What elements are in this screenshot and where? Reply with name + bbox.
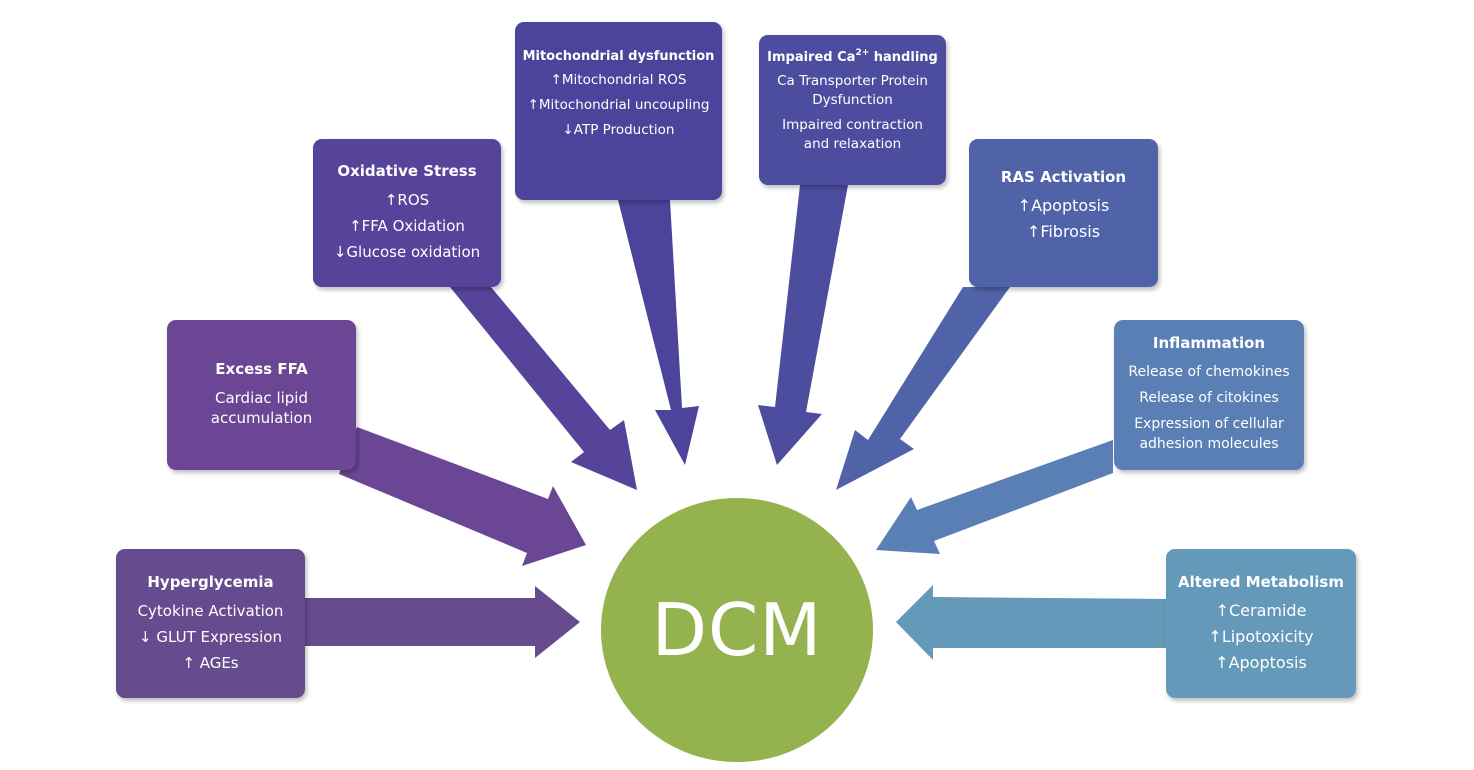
- arrow-ras: [836, 287, 1010, 490]
- excess-ffa-box: Excess FFA Cardiac lipid accumulation: [167, 320, 356, 470]
- dcm-label: DCM: [651, 588, 823, 672]
- ras-box: RAS Activation ↑Apoptosis ↑Fibrosis: [969, 139, 1158, 287]
- arrow-excess-ffa: [339, 427, 586, 566]
- mitochondrial-box: Mitochondrial dysfunction ↑Mitochondrial…: [515, 22, 722, 200]
- oxidative-stress-title: Oxidative Stress: [337, 162, 477, 180]
- arrow-mitochondrial: [618, 200, 699, 465]
- oxidative-stress-item-1: ↑ROS: [384, 191, 430, 209]
- altered-metabolism-box: Altered Metabolism ↑Ceramide ↑Lipotoxici…: [1166, 549, 1356, 698]
- ras-item-2: ↑Fibrosis: [1026, 222, 1101, 241]
- inflammation-item-3: Expression of cellular adhesion molecule…: [1134, 416, 1284, 452]
- calcium-title-rest: handling: [869, 50, 938, 65]
- hyperglycemia-title: Hyperglycemia: [147, 572, 274, 591]
- calcium-item-2: Impaired contraction and relaxation: [782, 117, 923, 152]
- inflammation-item-2: Release of citokines: [1139, 390, 1279, 406]
- excess-ffa-title: Excess FFA: [215, 360, 308, 378]
- hyperglycemia-box: Hyperglycemia Cytokine Activation ↓ GLUT…: [116, 549, 305, 698]
- mitochondrial-title: Mitochondrial dysfunction: [522, 49, 715, 64]
- hyperglycemia-item-2: ↓ GLUT Expression: [139, 627, 282, 646]
- arrow-inflammation: [876, 440, 1113, 554]
- ras-title: RAS Activation: [1000, 168, 1127, 186]
- calcium-title-main: Impaired Ca: [767, 50, 856, 65]
- altered-metabolism-title: Altered Metabolism: [1178, 572, 1344, 591]
- calcium-box: Impaired Ca2+ handling Ca Transporter Pr…: [759, 35, 946, 185]
- mitochondrial-item-2: ↑Mitochondrial uncoupling: [527, 97, 710, 113]
- calcium-title-sup: 2+: [855, 48, 870, 58]
- altered-metabolism-item-1: ↑Ceramide: [1215, 600, 1307, 620]
- arrow-altered-metabolism: [896, 585, 1166, 660]
- arrow-calcium: [758, 185, 848, 465]
- calcium-item-1: Ca Transporter Protein Dysfunction: [777, 73, 928, 108]
- arrow-hyperglycemia: [305, 586, 580, 658]
- altered-metabolism-item-3: ↑Apoptosis: [1215, 652, 1307, 672]
- inflammation-title: Inflammation: [1152, 334, 1266, 352]
- inflammation-item-1: Release of chemokines: [1128, 364, 1290, 380]
- inflammation-box: Inflammation Release of chemokines Relea…: [1114, 320, 1304, 470]
- hyperglycemia-item-3: ↑ AGEs: [182, 653, 239, 672]
- calcium-title: Impaired Ca2+ handling: [767, 49, 938, 67]
- oxidative-stress-box: Oxidative Stress ↑ROS ↑FFA Oxidation ↓Gl…: [313, 139, 501, 287]
- ras-item-1: ↑Apoptosis: [1017, 196, 1110, 215]
- arrow-oxidative-stress: [450, 287, 637, 490]
- oxidative-stress-item-3: ↓Glucose oxidation: [333, 243, 481, 261]
- mitochondrial-item-3: ↓ATP Production: [562, 122, 675, 138]
- hyperglycemia-item-1: Cytokine Activation: [137, 601, 284, 620]
- dcm-circle: DCM: [601, 498, 873, 762]
- altered-metabolism-item-2: ↑Lipotoxicity: [1208, 626, 1314, 646]
- oxidative-stress-item-2: ↑FFA Oxidation: [349, 217, 465, 235]
- mitochondrial-item-1: ↑Mitochondrial ROS: [550, 72, 687, 88]
- excess-ffa-item-1: Cardiac lipid accumulation: [210, 389, 313, 427]
